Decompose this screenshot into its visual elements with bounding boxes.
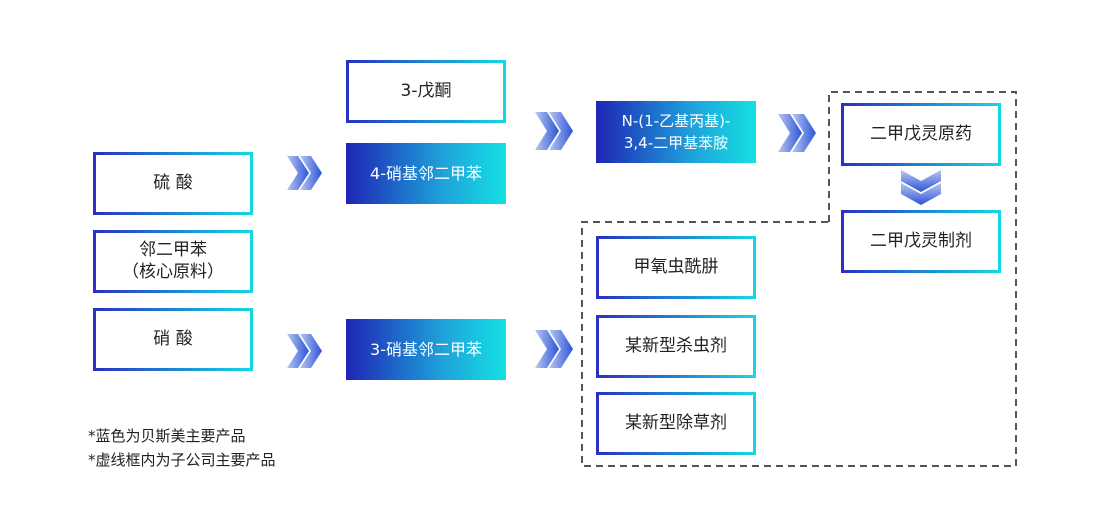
amine-box: N-(1-乙基丙基)- 3,4-二甲基苯胺 <box>596 101 756 163</box>
new-herbicide-box: 某新型除草剂 <box>596 392 756 455</box>
methoxyfenozide-box: 甲氧虫酰肼 <box>596 236 756 299</box>
new-insecticide-box: 某新型杀虫剂 <box>596 315 756 378</box>
chevron-right-icon <box>287 156 322 190</box>
pentanone-label: 3-戊酮 <box>400 80 452 101</box>
nitric-acid-box: 硝 酸 <box>93 308 253 371</box>
methoxyfenozide-label: 甲氧虫酰肼 <box>633 256 719 277</box>
chevron-right-icon <box>778 114 816 152</box>
nitro-4-box: 4-硝基邻二甲苯 <box>346 143 506 204</box>
o-xylene-box: 邻二甲苯 （核心原料） <box>93 230 253 293</box>
nitro-3-label: 3-硝基邻二甲苯 <box>370 339 482 359</box>
note-blue-products: *蓝色为贝斯美主要产品 <box>88 427 246 445</box>
pentanone-box: 3-戊酮 <box>346 60 506 123</box>
note-dashed-subsidiary: *虚线框内为子公司主要产品 <box>88 451 276 469</box>
pendimethalin-tech-box: 二甲戊灵原药 <box>841 103 1001 166</box>
o-xylene-label: 邻二甲苯 （核心原料） <box>122 240 224 282</box>
pendimethalin-tech-label: 二甲戊灵原药 <box>870 123 972 144</box>
amine-label: N-(1-乙基丙基)- 3,4-二甲基苯胺 <box>621 111 731 153</box>
chevron-right-icon <box>535 112 573 150</box>
nitro-3-box: 3-硝基邻二甲苯 <box>346 319 506 380</box>
new-herbicide-label: 某新型除草剂 <box>625 412 727 433</box>
nitro-4-label: 4-硝基邻二甲苯 <box>370 163 482 183</box>
chevron-right-icon <box>535 330 573 368</box>
footnotes: *蓝色为贝斯美主要产品 *虚线框内为子公司主要产品 <box>88 424 276 472</box>
chevron-down-icon <box>901 170 941 205</box>
nitric-acid-label: 硝 酸 <box>153 328 193 349</box>
new-insecticide-label: 某新型杀虫剂 <box>625 335 727 356</box>
pendimethalin-form-label: 二甲戊灵制剂 <box>870 230 972 251</box>
pendimethalin-form-box: 二甲戊灵制剂 <box>841 210 1001 273</box>
sulfuric-acid-label: 硫 酸 <box>153 172 193 193</box>
chevron-right-icon <box>287 334 322 368</box>
sulfuric-acid-box: 硫 酸 <box>93 152 253 215</box>
